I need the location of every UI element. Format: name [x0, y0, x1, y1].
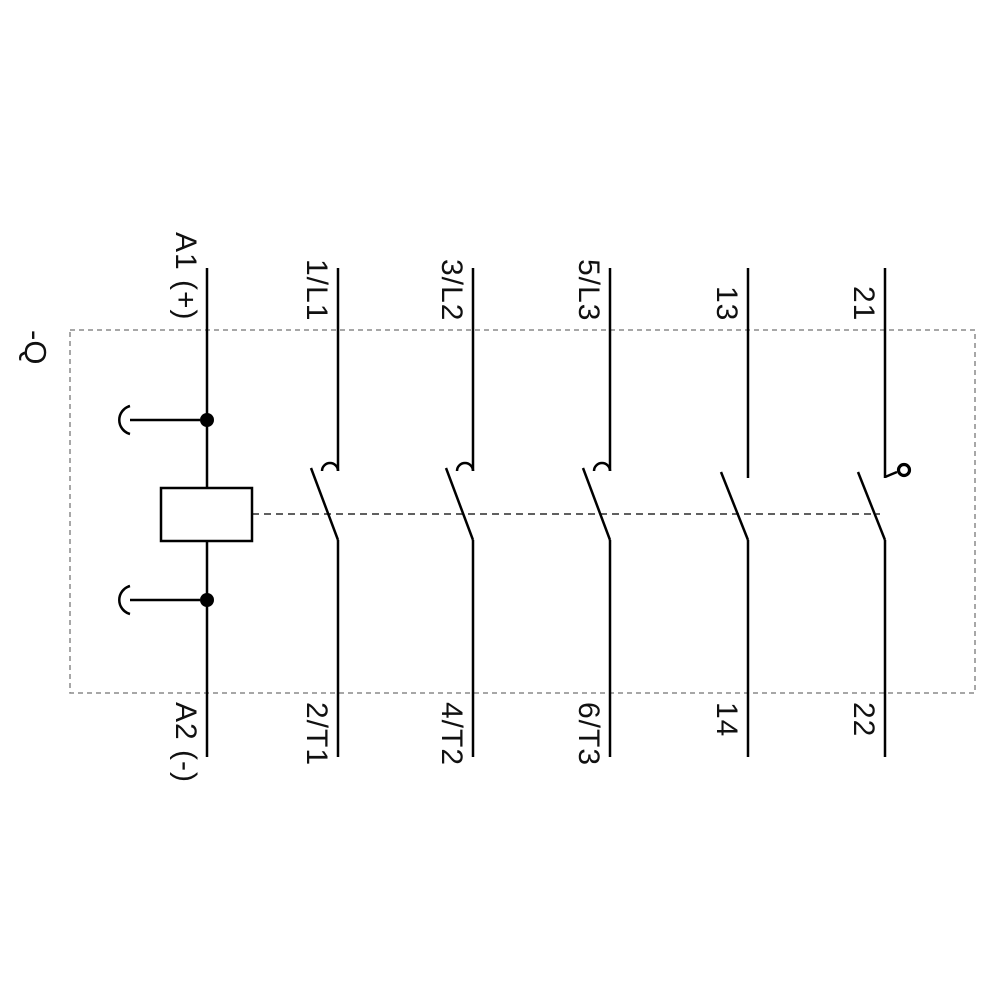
contact-socket-arc	[455, 461, 475, 472]
contact-socket-arc	[592, 461, 612, 472]
main-contact-l2	[444, 268, 475, 757]
main-contact-l3	[581, 268, 612, 757]
terminal-label-a2: A2 (-)	[169, 702, 202, 783]
terminal-label-2t1: 2/T1	[300, 702, 333, 767]
coil-top-connector-arc	[118, 404, 131, 436]
coil-symbol	[159, 486, 254, 543]
terminal-label-1l1: 1/L1	[300, 258, 333, 321]
coil-bottom-node-dot	[200, 593, 214, 607]
coil-branch	[118, 268, 254, 757]
terminal-label-21: 21	[847, 285, 880, 321]
terminal-label-22: 22	[847, 702, 880, 738]
nc-seat-line	[884, 470, 898, 479]
contact-blade	[444, 467, 475, 541]
contact-blade	[581, 467, 612, 541]
terminal-label-a1: A1 (+)	[169, 232, 202, 321]
terminal-label-3l2: 3/L2	[435, 258, 468, 321]
contact-blade	[309, 467, 340, 541]
main-contact-l1	[309, 268, 340, 757]
contact-blade	[719, 471, 750, 541]
contact-socket-arc	[320, 461, 340, 472]
nc-contact-marker	[896, 462, 912, 478]
aux-contact-nc-21-22	[856, 268, 912, 757]
coil-bottom-connector-arc	[118, 584, 131, 616]
terminal-label-13: 13	[710, 285, 743, 321]
coil-top-node-dot	[200, 413, 214, 427]
device-boundary-box	[69, 329, 976, 694]
aux-contact-no-13-14	[719, 268, 750, 757]
contact-blade	[856, 471, 887, 541]
terminal-label-6t3: 6/T3	[572, 702, 605, 767]
terminal-label-5l3: 5/L3	[572, 258, 605, 321]
terminal-label-14: 14	[710, 702, 743, 738]
device-designation-label: -Q	[18, 330, 53, 365]
terminal-label-4t2: 4/T2	[435, 702, 468, 767]
